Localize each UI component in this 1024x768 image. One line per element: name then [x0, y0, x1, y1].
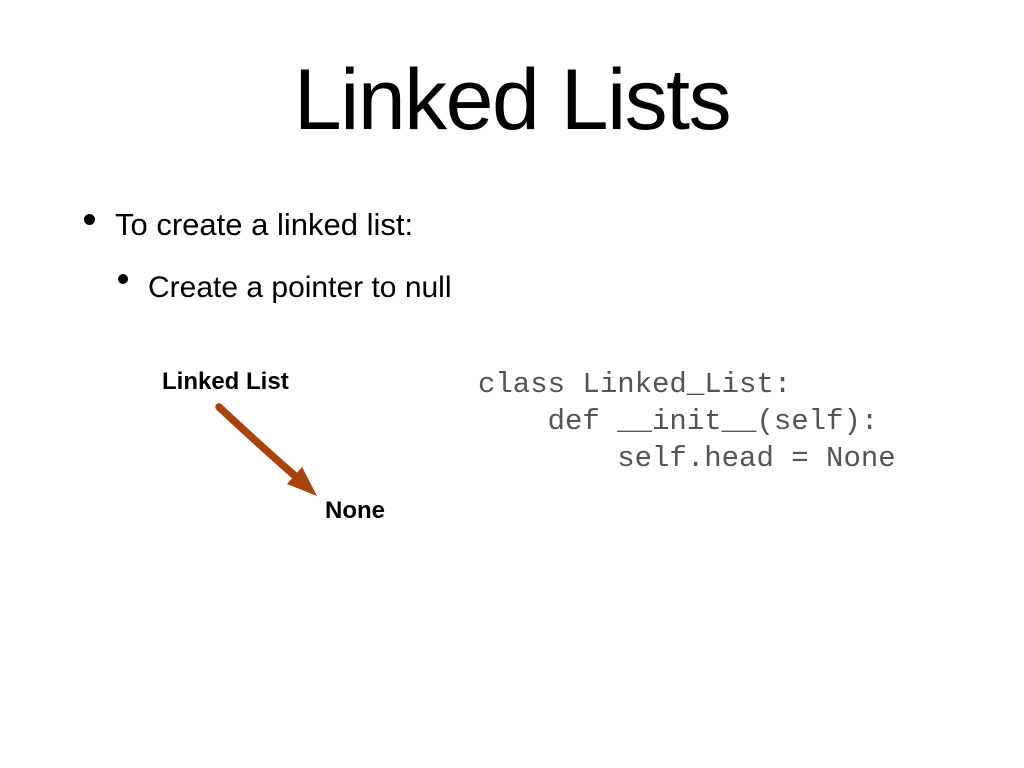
- bullet-item-create-linked-list: To create a linked list:: [115, 207, 414, 242]
- bullet-icon: [84, 214, 95, 225]
- bullet-icon: [118, 274, 128, 284]
- slide-title: Linked Lists: [293, 52, 732, 148]
- arrow-head: [287, 467, 317, 496]
- diagram-linked-list-label: Linked List: [162, 368, 289, 395]
- diagram-none-label: None: [325, 497, 385, 524]
- arrow-shaft: [215, 403, 298, 479]
- code-block: class Linked_List: def __init__(self): s…: [478, 368, 896, 475]
- bullet-item-create-pointer: Create a pointer to null: [148, 271, 452, 304]
